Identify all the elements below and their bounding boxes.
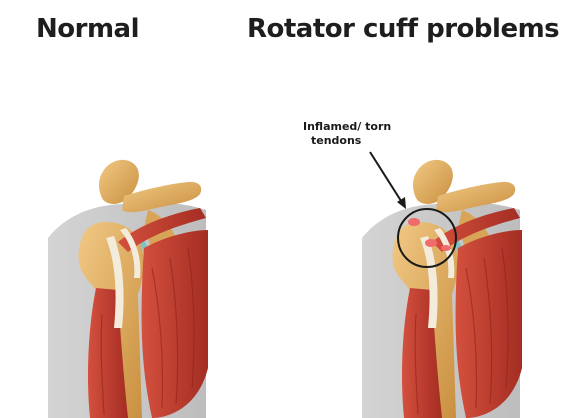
inflammation-spot	[425, 239, 437, 247]
annotation-label-line2: tendons	[311, 134, 362, 147]
annotation-label-line1: Inflamed/ torn	[303, 120, 391, 133]
normal-shoulder-illustration	[48, 160, 208, 418]
inflammation-spot	[408, 218, 420, 226]
inflammation-spot	[441, 245, 451, 251]
injured-shoulder-illustration	[362, 160, 522, 418]
annotation-arrow	[370, 152, 406, 209]
